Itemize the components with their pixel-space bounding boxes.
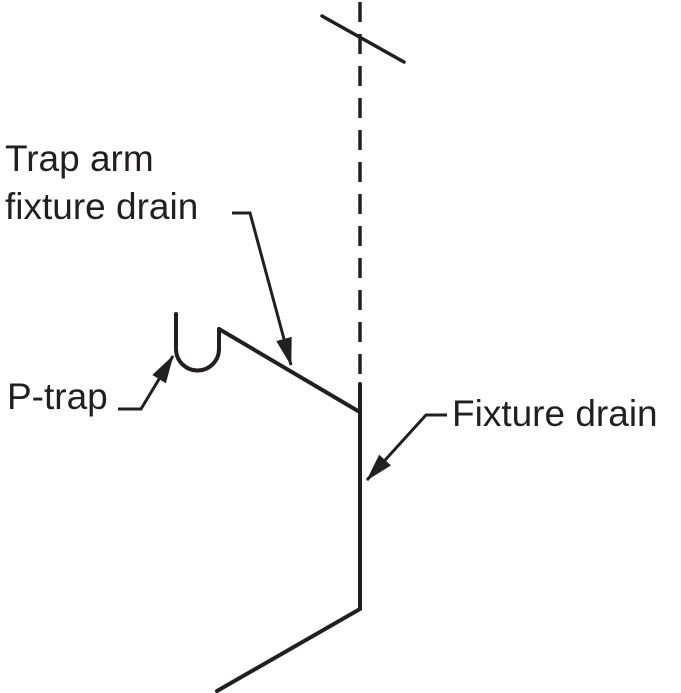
trap-arm-leader-line [232,211,293,366]
fixture-drain-leader-line [365,413,447,482]
fixture-drain-label: Fixture drain [452,393,658,434]
trap-arm-pipe [217,327,360,413]
p-trap-label: P-trap [7,376,108,417]
p-trap-symbol [174,312,221,373]
fixture-drain-pipe [215,382,362,693]
trap-arm-label-line2: fixture drain [5,186,198,227]
trap-arm-label-line1: Trap arm [5,138,154,179]
p-trap-leader-line [118,355,175,411]
pipe-break-icon [320,14,406,64]
